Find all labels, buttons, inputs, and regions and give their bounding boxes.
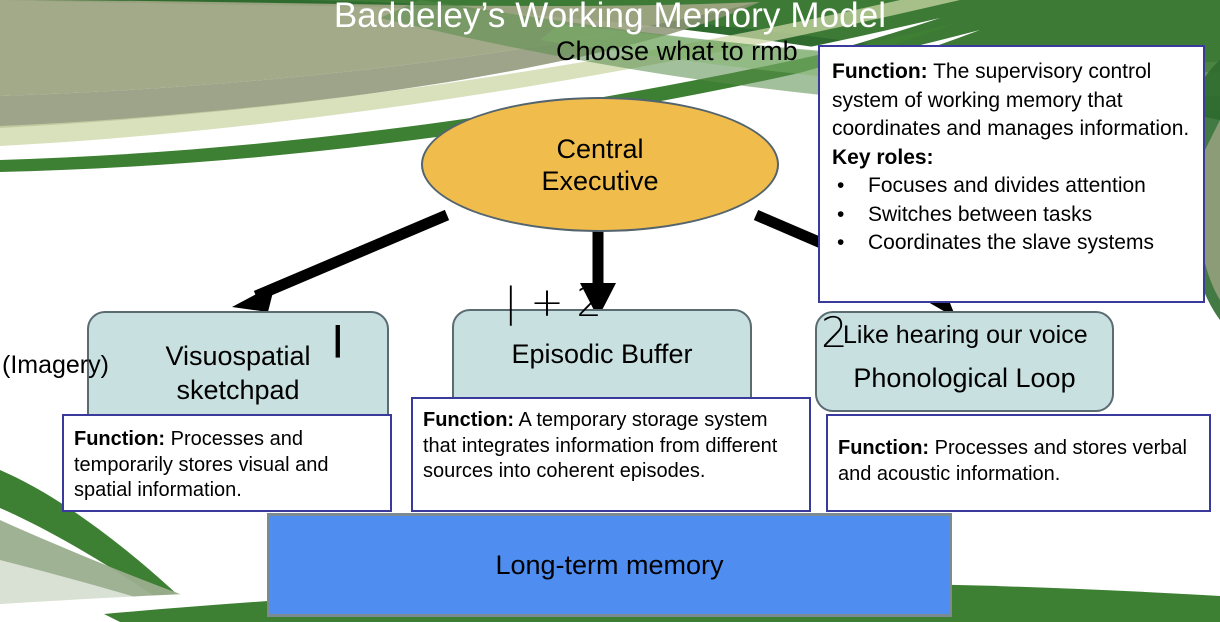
callout-central-executive: Function: The supervisory control system… [818, 45, 1205, 303]
visuospatial-label-line2: sketchpad [176, 375, 300, 405]
long-term-memory-label: Long-term memory [495, 550, 724, 580]
long-term-memory-node[interactable]: Long-term memory [267, 513, 952, 617]
callout-ce-key-roles-list: Focuses and divides attention Switches b… [832, 172, 1195, 258]
callout-phonological-loop: Function: Processes and stores verbal an… [826, 414, 1211, 512]
episodic-buffer-label: Episodic Buffer [511, 339, 693, 369]
callout-pl-function-label: Function: [838, 437, 930, 459]
phonological-loop-label: Phonological Loop [853, 363, 1076, 393]
list-item: Coordinates the slave systems [832, 229, 1195, 258]
annotation-imagery: (Imagery) [2, 351, 109, 379]
arrow-to-episodic-buffer [580, 228, 616, 318]
central-executive-label-line1: Central [556, 133, 644, 164]
callout-vss-function-text: Processes and temporarily stores visual … [74, 428, 329, 501]
slide-title: Baddeley’s Working Memory Model [333, 0, 887, 35]
central-executive-node[interactable]: Central Executive [421, 97, 779, 232]
callout-pl-function-text: Processes and stores verbal and acoustic… [838, 437, 1187, 485]
callout-ep-function-text: A temporary storage system that integrat… [423, 409, 778, 482]
central-executive-label-line2: Executive [541, 165, 659, 196]
callout-ce-function-label: Function: [832, 60, 928, 83]
annotation-digit-two: 2 [821, 308, 848, 357]
annotation-one-plus-two: | + 2 [504, 280, 602, 326]
callout-visuospatial-sketchpad: Function: Processes and temporarily stor… [62, 414, 392, 512]
list-item: Focuses and divides attention [832, 172, 1195, 201]
callout-ce-function-text: The supervisory control system of workin… [832, 60, 1190, 140]
annotation-choose-what-to-remember: Choose what to rmb [556, 36, 798, 66]
callout-vss-function-label: Function: [74, 428, 166, 450]
annotation-like-hearing-our-voice: Like hearing our voice [843, 321, 1088, 349]
callout-episodic-buffer: Function: A temporary storage system tha… [411, 397, 811, 512]
callout-ep-function-label: Function: [423, 409, 515, 431]
phonological-loop-node[interactable]: Phonological Loop [815, 311, 1114, 412]
callout-ce-function-paragraph: Function: The supervisory control system… [832, 58, 1195, 144]
arrow-to-visuospatial [232, 209, 450, 312]
list-item: Switches between tasks [832, 201, 1195, 230]
callout-ce-key-roles-heading: Key roles: [832, 144, 1195, 173]
annotation-tick-one: | [333, 320, 343, 358]
visuospatial-label-line1: Visuospatial [165, 341, 311, 371]
callout-ce-key-roles-label: Key roles: [832, 145, 934, 169]
